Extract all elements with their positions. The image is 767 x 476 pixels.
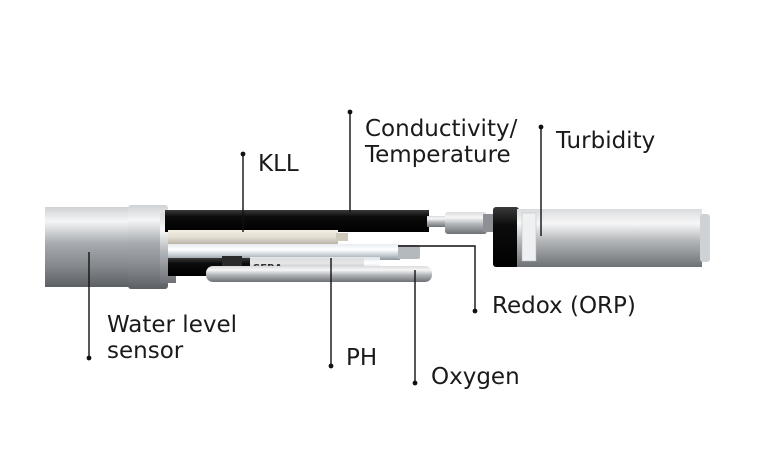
kll-leader-dot <box>240 151 246 157</box>
connector-tip <box>427 216 449 227</box>
oxygen-sensor-tube <box>206 266 432 282</box>
conductivity-temperature-label: Conductivity/ Temperature <box>365 116 517 168</box>
turbidity-leader-dot <box>538 124 544 130</box>
redox-leader <box>398 245 476 311</box>
water-level-leader-dot <box>86 355 92 361</box>
oxygen-label-text: Oxygen <box>431 364 520 390</box>
main-housing <box>45 207 137 287</box>
turbidity-end-cap <box>700 214 710 262</box>
turbidity-label: Turbidity <box>556 128 655 154</box>
connector-ring <box>483 214 493 232</box>
turbidity-label-text: Turbidity <box>556 128 656 154</box>
kll-label: KLL <box>258 151 299 177</box>
turbidity-body <box>517 209 702 267</box>
oxygen-leader-dot <box>412 380 418 386</box>
water-level-sensor-label: Water level sensor <box>107 312 237 364</box>
water-level-label-line2: sensor <box>107 338 184 364</box>
housing-collar <box>128 205 168 289</box>
redox-label-text: Redox (ORP) <box>492 293 636 319</box>
kll-tube-tip <box>336 233 348 241</box>
water-level-label-line1: Water level <box>107 312 237 338</box>
redox-probe-cap <box>398 245 420 259</box>
redox-leader-dot <box>472 308 478 314</box>
conductivity-leader-dot <box>347 109 353 115</box>
kll-label-text: KLL <box>258 151 299 177</box>
turbidity-label-patch <box>521 212 537 262</box>
ph-label: PH <box>346 345 377 371</box>
ph-leader-dot <box>328 363 334 369</box>
conductivity-label-line2: Temperature <box>365 142 511 168</box>
ph-label-text: PH <box>346 345 378 371</box>
kll-tube <box>168 230 338 244</box>
turbidity-black-cap <box>493 207 519 267</box>
conductivity-label-line1: Conductivity/ <box>365 116 518 142</box>
connector-nut <box>445 212 487 234</box>
conductivity-tube <box>165 210 429 232</box>
oxygen-label: Oxygen <box>431 364 520 390</box>
redox-label: Redox (ORP) <box>492 293 636 319</box>
leader-lines <box>86 109 544 386</box>
